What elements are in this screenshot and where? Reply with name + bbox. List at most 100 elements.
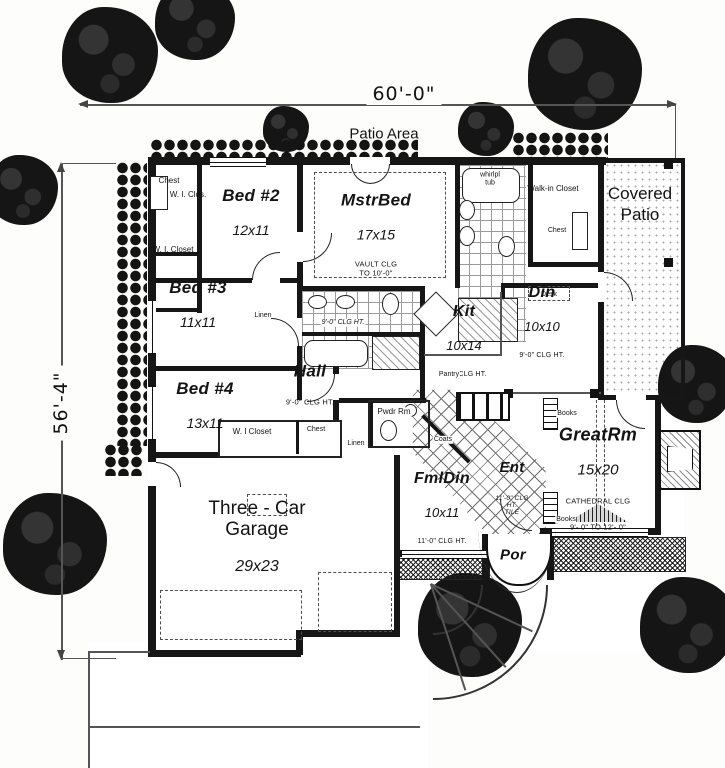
door-opening [148, 462, 156, 486]
room-name: Three - Car Garage [208, 497, 306, 541]
powder-room [368, 400, 430, 448]
room-name: GreatRm [558, 424, 638, 445]
door-opening [616, 395, 646, 400]
label-wi-closet-bed4: W. I Closet [232, 427, 272, 437]
bookshelf [543, 492, 558, 524]
wall-segment [148, 252, 202, 256]
colonnade-line [505, 392, 601, 394]
hedge [116, 162, 147, 446]
room-note: 11'-0" CLG HT. TILE [495, 494, 529, 516]
patio-area-label: Patio Area [349, 125, 419, 143]
wall-segment [333, 366, 339, 458]
room-size: 11x11 [179, 313, 217, 330]
patio-door-opening [350, 157, 390, 165]
ceiling-dashed-line [604, 400, 605, 526]
driveway-edge [88, 651, 150, 653]
toilet [498, 236, 515, 257]
label-coats: Coats [432, 435, 454, 445]
room-note: 9'-0" CLG HT. [519, 352, 565, 360]
chest-furniture [572, 212, 588, 250]
window [210, 157, 266, 167]
room-label-greatrm: GreatRm 15x20 CATHEDRAL CLG 9'- 0" TO 12… [559, 406, 637, 549]
wall-segment [148, 308, 202, 312]
door-opening [333, 374, 339, 400]
bed4-closet [218, 420, 342, 458]
room-name: Ent [499, 458, 525, 476]
dimension-extension [62, 163, 116, 164]
toilet [382, 293, 399, 315]
dimension-extension [675, 105, 676, 160]
bush [104, 444, 144, 476]
door-opening [598, 272, 604, 302]
wall-segment [528, 157, 533, 267]
planting-bed [550, 537, 686, 572]
ceiling-dashed-line [596, 400, 597, 526]
shower [372, 336, 420, 370]
wall-segment [148, 650, 301, 657]
hedge [512, 132, 608, 158]
room-label-ent: Ent 11'-0" CLG HT. TILE [495, 442, 528, 534]
room-note: 9'-0" CLG HT. [285, 397, 335, 407]
room-size: 10x10 [524, 318, 560, 334]
label-pantry: Pantry [437, 370, 461, 380]
room-size: 17x15 [356, 226, 396, 243]
driveway-floor [88, 642, 428, 768]
sink [459, 226, 475, 246]
window [148, 300, 156, 354]
dimension-top-label: 60'-0" [366, 83, 442, 105]
wall-segment [503, 283, 603, 288]
room-name: Kit [452, 302, 476, 320]
room-size: 10x11 [424, 504, 460, 520]
bathtub [304, 340, 368, 367]
label-chest-walkin: Chest [547, 226, 567, 234]
wall-segment [148, 366, 298, 371]
wall-segment [681, 158, 685, 400]
window [148, 386, 156, 440]
room-name: Bed #2 [222, 185, 280, 205]
fireplace [659, 430, 701, 490]
tree [640, 577, 725, 673]
room-label-bed4: Bed #4 13x11 [176, 361, 234, 449]
room-label-din: Din 10x10 9'-0" CLG HT. [519, 266, 564, 378]
door-opening [297, 318, 302, 346]
shower [458, 298, 518, 342]
garage-dashed [318, 572, 392, 632]
wall-segment [148, 278, 303, 283]
room-size: 13x11 [186, 414, 224, 431]
window [552, 528, 648, 537]
dimension-arrow [57, 162, 65, 172]
tree [458, 102, 514, 156]
sink [459, 200, 475, 220]
room-label-hall: Hall 9'-0" CLG HT. [286, 343, 334, 424]
porch-label: Por [500, 530, 526, 583]
driveway-edge [88, 652, 90, 768]
room-label-bed3: Bed #3 11x11 [169, 260, 227, 348]
chest-furniture [150, 176, 168, 210]
tree [62, 7, 158, 103]
label-whirlpool: whirlpl tub [480, 171, 500, 189]
room-note2: 9'- 0" TO 12'- 0" [570, 522, 626, 532]
wall-segment [420, 286, 425, 402]
wall-segment [394, 455, 400, 637]
patio-post [664, 160, 673, 169]
door-opening [297, 232, 303, 262]
tree [0, 155, 58, 225]
wall-segment [297, 157, 303, 288]
wall-segment [655, 395, 661, 535]
room-size: 12x11 [232, 221, 270, 238]
tree [528, 18, 642, 130]
sink [336, 295, 355, 309]
patio-post [664, 258, 673, 267]
column-post [590, 389, 599, 398]
room-note: 11'-0" CLG HT. [417, 538, 467, 546]
label-books-bottom: Books [555, 515, 577, 525]
dimension-left-label: 56'-4" [50, 365, 72, 441]
dimension-arrow [78, 100, 88, 108]
room-size: 15x20 [577, 461, 619, 479]
room-label-fmldin: FmlDin 10x11 11'-0" CLG HT. [414, 452, 470, 564]
tree [3, 493, 107, 595]
label-books-top: Books [556, 409, 578, 419]
room-label-mstrbed: MstrBed 17x15 VAULT CLG TO 10'-0" [341, 172, 411, 295]
sink [308, 295, 327, 309]
label-wi-clos: W. I. Clos. [169, 190, 207, 200]
